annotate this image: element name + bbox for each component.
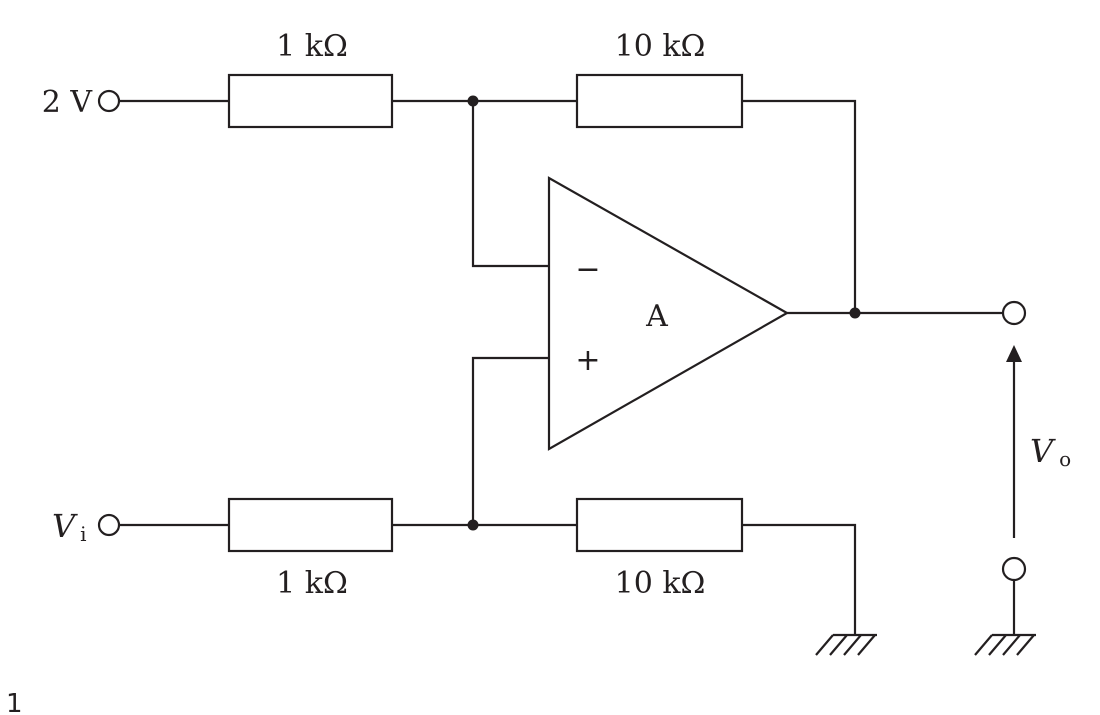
- rf-label: 10 kΩ: [615, 29, 706, 64]
- input-terminal-vi: [97, 513, 121, 537]
- output-terminal: [1001, 300, 1027, 326]
- noninverting-input-sign: +: [575, 343, 600, 378]
- input-vi-label: V i: [52, 507, 87, 546]
- wire-to-inverting-input: [471, 101, 549, 268]
- resistor-r2: [227, 497, 394, 553]
- input-terminal-2v: [97, 89, 121, 113]
- wire-r3-to-ground: [742, 523, 857, 635]
- figure-number: 1: [6, 689, 23, 715]
- input-vi-symbol: V: [52, 507, 78, 545]
- resistor-r3: [575, 497, 744, 553]
- vo-arrow-head: [1006, 345, 1022, 362]
- ground-symbol-output: [974, 633, 1036, 656]
- r1-label: 1 kΩ: [276, 29, 348, 64]
- output-voltage-symbol: V: [1030, 432, 1056, 470]
- junction-node-output: [849, 307, 861, 319]
- ground-symbol-r3: [815, 633, 877, 656]
- input-vi-subscript: i: [80, 522, 86, 546]
- resistor-rf: [575, 73, 744, 129]
- output-voltage-subscript: o: [1059, 447, 1071, 471]
- opamp-label: A: [645, 299, 668, 334]
- r3-label: 10 kΩ: [615, 566, 706, 601]
- wire-feedback-to-output: [742, 99, 857, 313]
- inverting-input-sign: −: [575, 252, 600, 287]
- r2-label: 1 kΩ: [276, 566, 348, 601]
- input-2v-label: 2 V: [42, 85, 94, 120]
- resistor-r1: [227, 73, 394, 129]
- opamp-triangle: [547, 176, 790, 451]
- output-voltage-label: V o: [1030, 432, 1071, 471]
- output-ground-terminal: [1001, 556, 1027, 582]
- wire-to-noninverting-input: [471, 356, 549, 525]
